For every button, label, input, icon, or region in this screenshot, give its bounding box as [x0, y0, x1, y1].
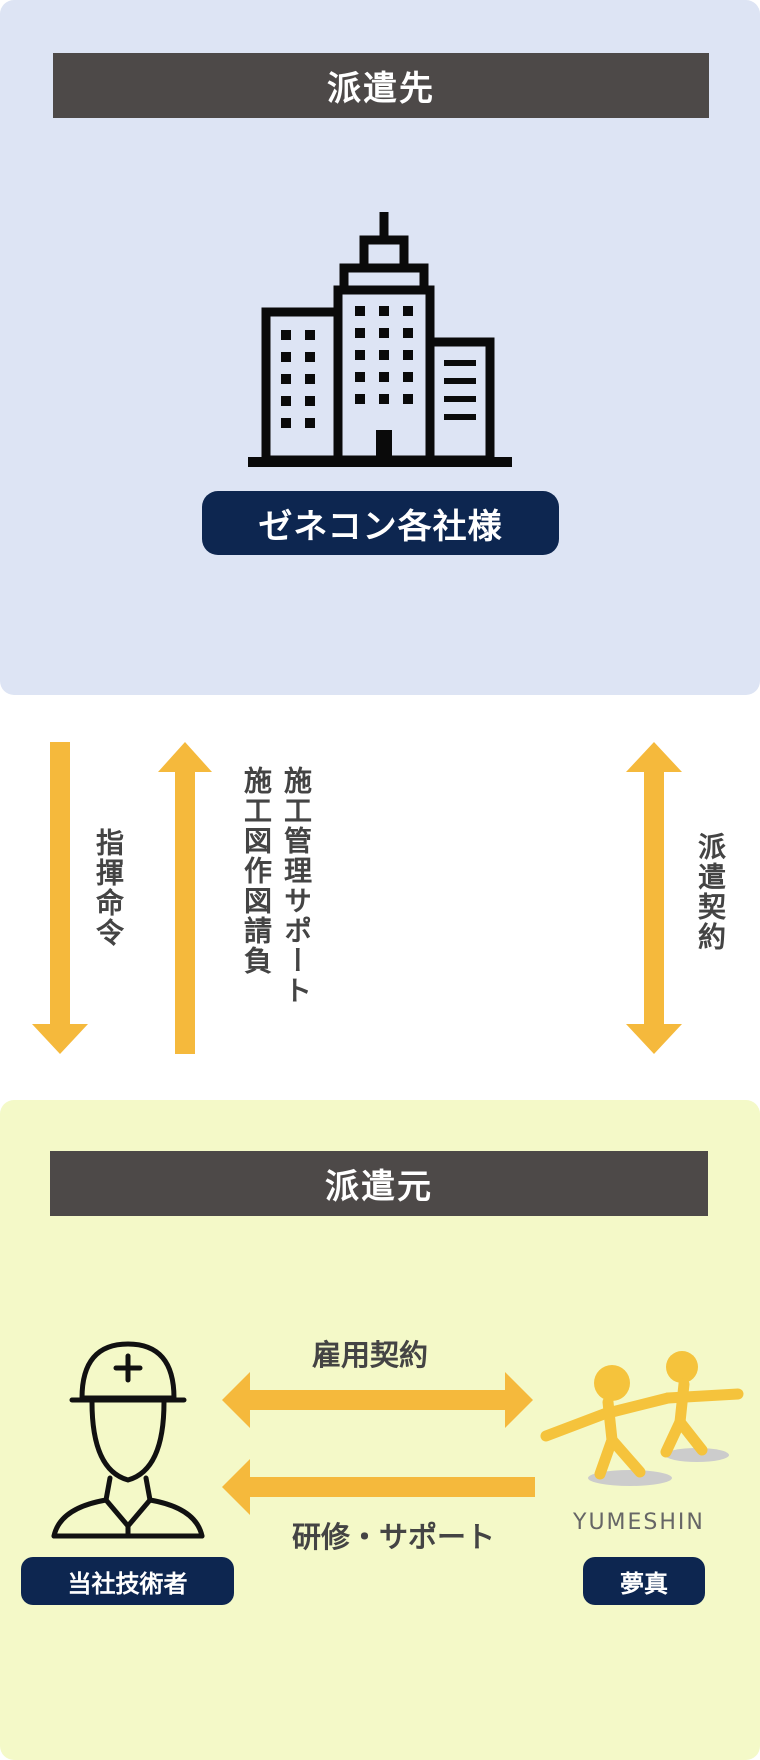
employment-contract-label: 雇用契約 — [312, 1338, 429, 1372]
command-label: 指揮命令 — [92, 828, 125, 948]
dispatch-contract-label: 派遣契約 — [694, 832, 727, 952]
staff-label: 当社技術者 — [21, 1557, 234, 1605]
dispatch-destination-header: 派遣先 — [53, 53, 709, 118]
training-support-label: 研修・サポート — [292, 1520, 496, 1554]
employment-contract-arrow — [222, 1372, 533, 1428]
support-label: 施工管理サポート施工図作図請負 — [240, 766, 313, 1006]
logo-wordmark: YUMESHIN — [573, 1510, 705, 1535]
training-support-arrow — [222, 1459, 535, 1515]
vertical-arrows — [32, 742, 682, 1054]
support-arrow-up — [158, 742, 212, 1054]
dispatch-source-header: 派遣元 — [50, 1151, 708, 1216]
office-buildings-icon — [248, 212, 512, 467]
client-label: ゼネコン各社様 — [202, 491, 559, 555]
company-label: 夢真 — [583, 1557, 705, 1605]
command-arrow-down — [32, 742, 88, 1054]
dispatch-contract-arrow — [626, 742, 682, 1054]
